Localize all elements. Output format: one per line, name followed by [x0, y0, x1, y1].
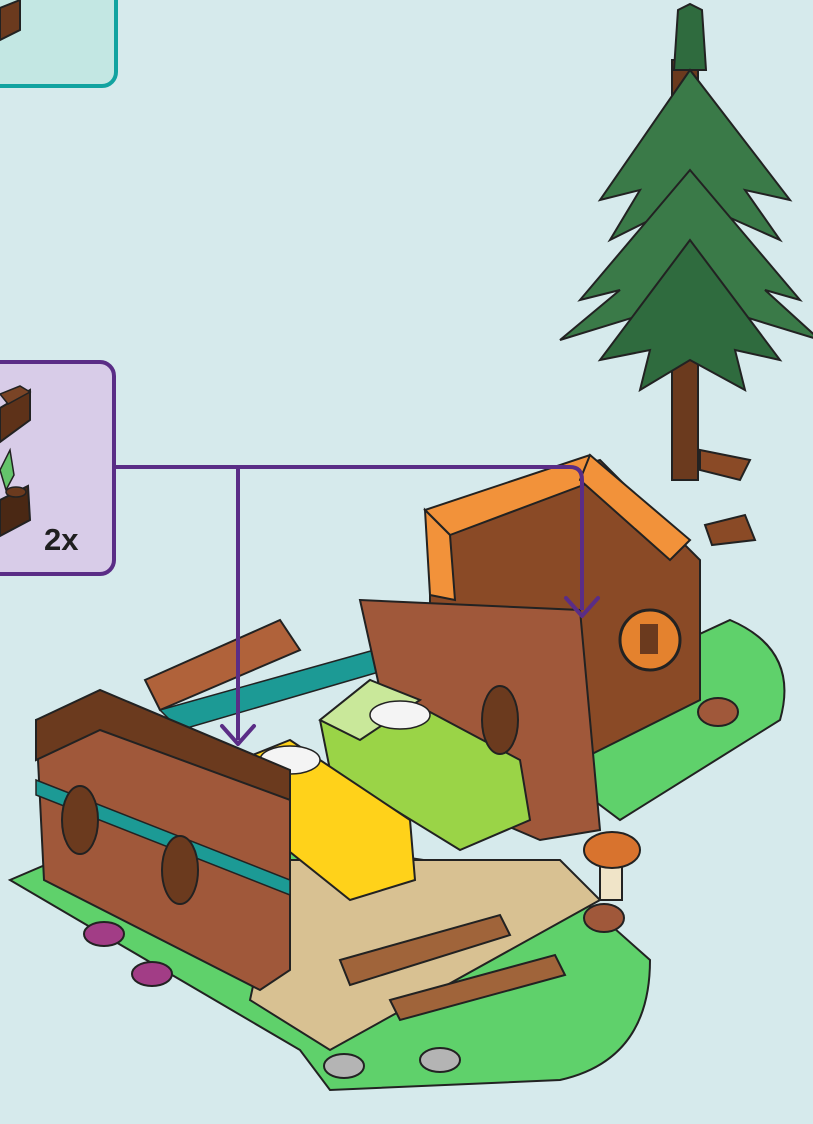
quantity-label: 2x [44, 522, 78, 558]
brick-piece-icon [0, 0, 20, 40]
round-plate-part-icon [0, 486, 30, 536]
brown-brick-part-icon [0, 386, 30, 442]
plant-part-icon [0, 450, 14, 490]
orange-mushroom [584, 832, 640, 900]
